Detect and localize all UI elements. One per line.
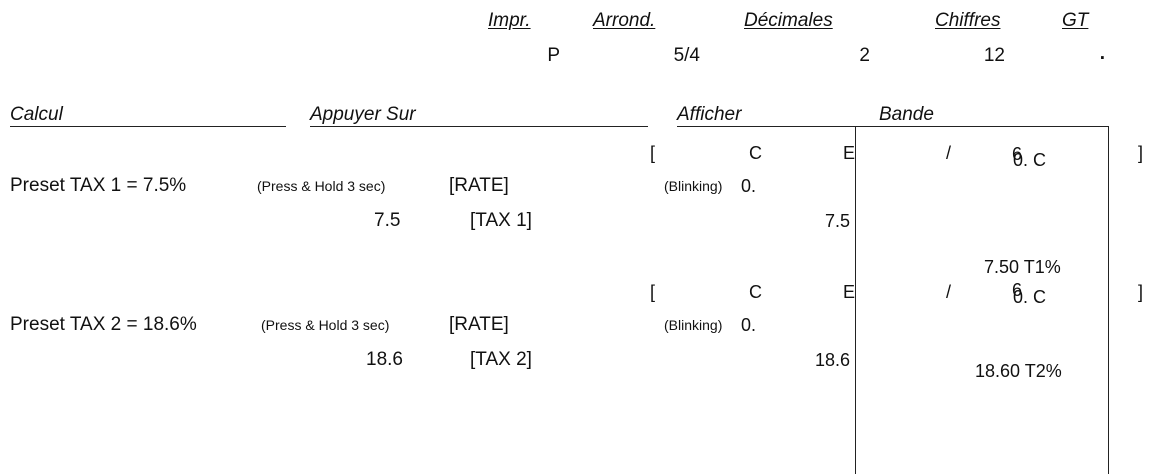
round-value: 5/4 [673, 45, 700, 66]
press-column-header: Appuyer Sur [310, 104, 416, 125]
tape-column-header: Bande [879, 104, 934, 125]
entry-value: 18.6 [366, 349, 403, 370]
display-column-header: Afficher [677, 104, 742, 125]
round-header: Arrond. [593, 10, 656, 31]
blink-note: (Blinking) [664, 317, 723, 333]
digits-header: Chiffres [935, 10, 1001, 31]
rate-key: [RATE] [449, 314, 509, 335]
blink-value: 0. [741, 176, 757, 196]
hold-note: (Press & Hold 3 sec) [257, 178, 386, 194]
blink-note: (Blinking) [664, 178, 723, 194]
clear-key-e: E [843, 282, 856, 302]
clear-key-open-bracket: [ [650, 143, 656, 163]
calc-description: Preset TAX 2 = 18.6% [10, 314, 197, 335]
clear-key-c: C [749, 143, 762, 163]
press-underline [310, 126, 648, 127]
calc-description: Preset TAX 1 = 7.5% [10, 175, 187, 196]
clear-key-slash: / [946, 282, 952, 302]
clear-key-c: C [749, 282, 762, 302]
tape-clear-line: 0. C [1013, 150, 1047, 170]
tape-panel [855, 126, 1109, 474]
clear-key-open-bracket: [ [650, 282, 656, 302]
gt-value: . [1099, 43, 1105, 64]
display-value: 7.5 [824, 211, 850, 231]
rate-key: [RATE] [449, 175, 509, 196]
blink-value: 0. [741, 315, 757, 335]
display-underline [677, 126, 855, 127]
print-value: P [547, 45, 560, 66]
tape-result: 7.50 T1% [984, 257, 1061, 277]
tax-key: [TAX 2] [470, 349, 532, 370]
clear-key-close-bracket: ] [1138, 143, 1144, 163]
decimals-header: Décimales [744, 10, 833, 31]
tape-result: 18.60 T2% [975, 361, 1062, 381]
calc-underline [10, 126, 286, 127]
tape-clear-line: 0. C [1013, 287, 1047, 307]
print-header: Impr. [488, 10, 531, 31]
tax-key: [TAX 1] [470, 210, 532, 231]
hold-note: (Press & Hold 3 sec) [261, 317, 390, 333]
clear-key-close-bracket: ] [1138, 282, 1144, 302]
gt-header: GT [1062, 10, 1089, 31]
entry-value: 7.5 [374, 210, 401, 231]
display-value: 18.6 [814, 350, 850, 370]
decimals-value: 2 [859, 45, 870, 66]
tape-glyph: 6 [1012, 144, 1023, 164]
tape-glyph: 6 [1012, 280, 1023, 300]
clear-key-e: E [843, 143, 856, 163]
clear-key-slash: / [946, 143, 952, 163]
digits-value: 12 [983, 45, 1005, 66]
calc-column-header: Calcul [10, 104, 63, 125]
